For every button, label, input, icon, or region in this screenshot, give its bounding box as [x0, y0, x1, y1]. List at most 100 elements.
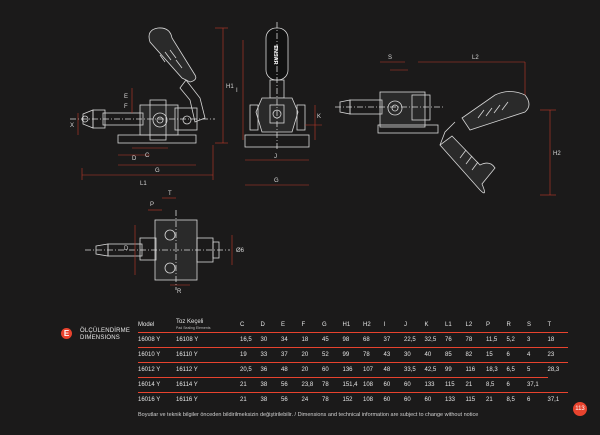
side-view-dim-labels: L1 G D C H1 X E F [70, 84, 234, 187]
cell-value: 60 [383, 377, 404, 393]
right-view-drawing [335, 91, 530, 194]
cell-value: 21 [465, 377, 486, 393]
cell-value: 6 [527, 392, 548, 407]
label-S: S [388, 55, 392, 61]
cell-value: 78 [322, 392, 343, 407]
page-number: 113 [573, 402, 587, 416]
cell-value: 6 [506, 377, 527, 393]
table-header-row: Model Toz Keçeli Pad Sealing Elements C … [138, 318, 568, 333]
header-col-R: R [506, 322, 511, 328]
cell-model: 16016 Y [138, 392, 176, 407]
cell-value: 60 [424, 392, 445, 407]
cell-value: 6 [506, 347, 527, 363]
cell-value: 23 [547, 347, 568, 363]
cell-value: 42,5 [424, 362, 445, 378]
cell-value: 136 [342, 362, 363, 378]
cell-value: 78 [465, 332, 486, 348]
cell-value: 33 [260, 347, 281, 363]
cell-value: 37 [383, 332, 404, 348]
cell-value: 33,5 [404, 362, 425, 378]
header-seal-subtitle: Pad Sealing Elements [176, 326, 211, 330]
cell-model: 16010 Y [138, 347, 176, 363]
header-col-I: I [383, 322, 386, 328]
label-F: F [124, 104, 128, 110]
label-R: R [177, 289, 182, 295]
cell-value: 82 [465, 347, 486, 363]
cell-value: 11,5 [486, 332, 507, 348]
cell-value: 151,4 [342, 377, 363, 393]
cell-value: 85 [445, 347, 466, 363]
front-view-dimensions [242, 40, 322, 186]
cell-value: 36 [260, 362, 281, 378]
cell-value: 22,5 [404, 332, 425, 348]
side-view-drawing [70, 27, 215, 144]
cell-value: 48 [383, 362, 404, 378]
header-col-F: F [301, 322, 306, 328]
top-view-dimensions [134, 197, 233, 286]
cell-value: 133 [424, 377, 445, 393]
cell-seal: 16114 Y [176, 377, 240, 393]
front-view-dim-labels: I J G K [236, 88, 321, 184]
cell-value: 8,5 [486, 377, 507, 393]
cell-value: 116 [465, 362, 486, 378]
header-col-E: E [281, 322, 286, 328]
label-D: D [132, 156, 137, 162]
cell-seal: 16116 Y [176, 392, 240, 407]
section-title-tr: ÖLÇÜLENDİRME [80, 328, 131, 334]
cell-value: 34 [281, 332, 302, 348]
cell-value: 38 [260, 392, 281, 407]
section-title-en: DIMENSIONS [80, 335, 121, 341]
label-C: C [145, 153, 150, 159]
cell-value: 37,1 [527, 377, 548, 393]
label-G-front: G [274, 178, 279, 184]
label-K: K [317, 114, 321, 120]
cell-model: 16008 Y [138, 332, 176, 348]
cell-value: 115 [465, 392, 486, 407]
cell-value: 4 [527, 347, 548, 363]
cell-value: 15 [486, 347, 507, 363]
cell-value: 21 [240, 392, 261, 407]
cell-value: 5,2 [506, 332, 527, 348]
cell-value: 6,5 [506, 362, 527, 378]
cell-value: 115 [445, 377, 466, 393]
header-col-G: G [322, 322, 327, 328]
header-col-D: D [260, 322, 265, 328]
header-col-J: J [404, 322, 407, 328]
cell-value: 68 [363, 332, 384, 348]
cell-value: 20 [301, 347, 322, 363]
cell-value: 108 [363, 377, 384, 393]
cell-model: 16014 Y [138, 377, 176, 393]
cell-value: 78 [322, 377, 343, 393]
cell-value: 40 [424, 347, 445, 363]
cell-value: 23,8 [301, 377, 322, 393]
cell-value: 108 [363, 392, 384, 407]
front-view-handle-text: ENSAR [272, 45, 278, 64]
cell-value: 133 [445, 392, 466, 407]
cell-value: 19 [240, 347, 261, 363]
header-col-L1: L1 [445, 322, 452, 328]
top-view-dim-labels: P T D Ø6 R [124, 191, 245, 295]
cell-value: 20,5 [240, 362, 261, 378]
side-view-dimensions [77, 27, 228, 180]
cell-model: 16012 Y [138, 362, 176, 378]
logo-badge-icon: E [61, 328, 72, 339]
cell-value: 30 [404, 347, 425, 363]
label-E: E [124, 94, 128, 100]
cell-value: 52 [322, 347, 343, 363]
cell-value: 21 [240, 377, 261, 393]
header-col-H1: H1 [342, 322, 351, 328]
footnote: Boyutlar ve teknik bilgiler önceden bild… [138, 412, 479, 418]
header-col-C: C [240, 322, 245, 328]
label-O: Ø6 [236, 248, 245, 254]
header-seal: Toz Keçeli Pad Sealing Elements [176, 318, 240, 333]
cell-value: 30 [260, 332, 281, 348]
label-P: P [150, 202, 154, 208]
cell-value: 78 [363, 347, 384, 363]
cell-value: 18,3 [486, 362, 507, 378]
cell-value: 20 [301, 362, 322, 378]
label-I: I [236, 88, 238, 94]
